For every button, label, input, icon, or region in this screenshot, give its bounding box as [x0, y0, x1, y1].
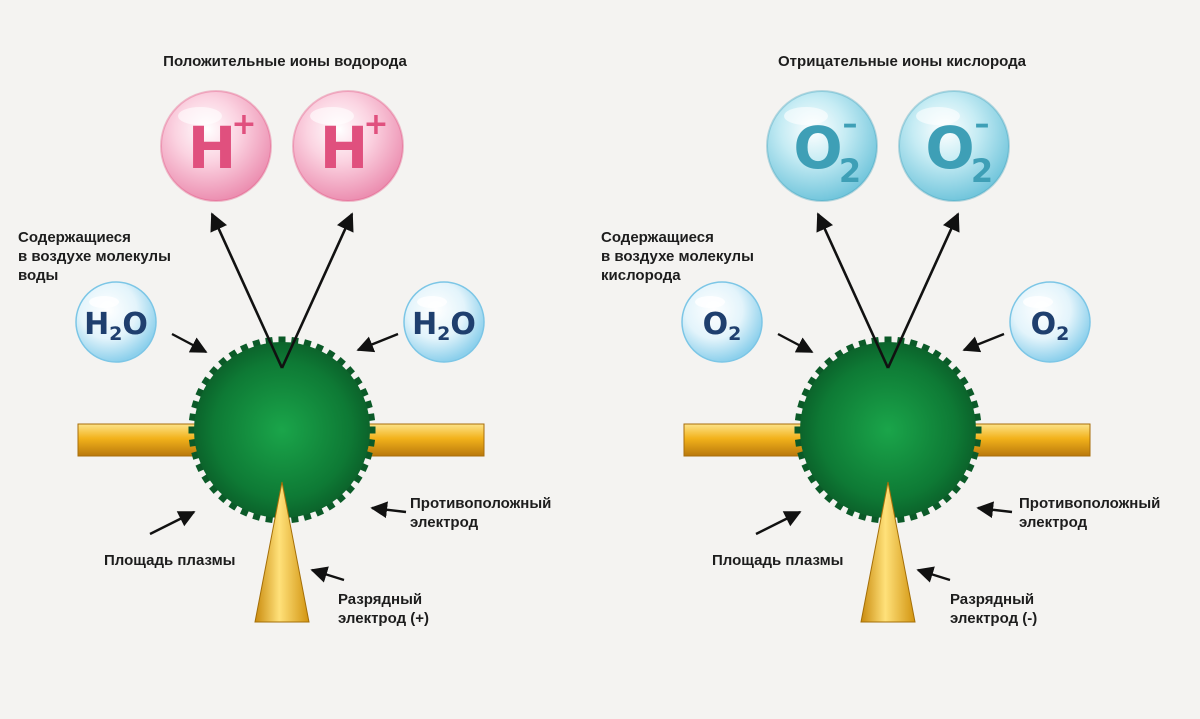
ion-formula: O	[793, 114, 842, 182]
ion-sphere: H+	[292, 90, 404, 202]
counter-electrode-label: Противоположный электрод	[410, 495, 552, 531]
ion-sphere: O– 2	[766, 90, 878, 202]
ion-subscript: 2	[839, 152, 861, 190]
ion-emission-arrow	[816, 212, 890, 369]
molecule-formula: H2O	[412, 307, 476, 345]
pointer-arrow	[370, 501, 407, 519]
molecule-formula: O2	[703, 307, 742, 345]
molecule-formula: H2O	[84, 307, 148, 345]
ion-emission-arrow	[886, 212, 960, 369]
counter-electrode-left	[77, 423, 205, 457]
molecules-label: Содержащиеся в воздухе молекулы кислород…	[601, 229, 754, 284]
molecule-highlight	[695, 296, 725, 308]
ion-highlight	[178, 107, 222, 125]
pointer-arrow	[149, 510, 196, 536]
pointer-arrow	[916, 566, 951, 583]
molecule-bubble: H2O	[403, 281, 485, 363]
counter-electrode-label: Противоположный электрод	[1019, 495, 1161, 531]
ion-emission-arrow	[210, 212, 284, 369]
plasma-tooth	[974, 426, 982, 434]
ion-formula: H	[320, 114, 369, 182]
counter-electrode-right	[361, 423, 485, 457]
plasma-area-label: Площадь плазмы	[104, 552, 236, 569]
diagram-title: Положительные ионы водорода	[163, 53, 407, 70]
ion-subscript: 2	[971, 152, 993, 190]
pointer-arrow	[962, 332, 1005, 353]
plasma-tooth	[188, 426, 196, 434]
molecule-bubble: H2O	[75, 281, 157, 363]
molecule-highlight	[417, 296, 447, 308]
pointer-arrow	[976, 501, 1013, 519]
pointer-arrow	[777, 332, 814, 354]
molecule-formula: O2	[1031, 307, 1070, 345]
ion-charge: +	[363, 107, 388, 142]
ion-charge: +	[231, 107, 256, 142]
plasma-tooth	[794, 426, 802, 434]
ion-highlight	[916, 107, 960, 125]
ion-sphere: O– 2	[898, 90, 1010, 202]
molecule-highlight	[89, 296, 119, 308]
ion-highlight	[310, 107, 354, 125]
plasma-area	[194, 342, 370, 518]
counter-electrode-left	[683, 423, 811, 457]
plasma-area-label: Площадь плазмы	[712, 552, 844, 569]
discharge-electrode-label: Разрядный электрод (-)	[950, 591, 1038, 627]
pointer-arrow	[755, 510, 802, 536]
ion-highlight	[784, 107, 828, 125]
plasma-area	[800, 342, 976, 518]
ion-formula: O	[925, 114, 974, 182]
ion-charge: –	[975, 107, 990, 142]
molecules-label: Содержащиеся в воздухе молекулы воды	[18, 229, 171, 284]
ion-emission-arrow	[280, 212, 354, 369]
molecule-highlight	[1023, 296, 1053, 308]
ion-charge: –	[843, 107, 858, 142]
diagram-title: Отрицательные ионы кислорода	[778, 53, 1026, 70]
ion-sphere: H+	[160, 90, 272, 202]
counter-electrode-right	[967, 423, 1091, 457]
plasma-tooth	[368, 426, 376, 434]
discharge-electrode	[254, 481, 310, 623]
pointer-arrow	[171, 332, 208, 354]
pointer-arrow	[310, 566, 345, 583]
pointer-arrow	[356, 332, 399, 353]
plasma-tooth	[278, 336, 286, 344]
molecule-bubble: O2	[681, 281, 763, 363]
discharge-electrode-label: Разрядный электрод (+)	[338, 591, 430, 627]
discharge-electrode	[860, 481, 916, 623]
ion-formula: H	[188, 114, 237, 182]
plasma-tooth	[884, 336, 892, 344]
molecule-bubble: O2	[1009, 281, 1091, 363]
